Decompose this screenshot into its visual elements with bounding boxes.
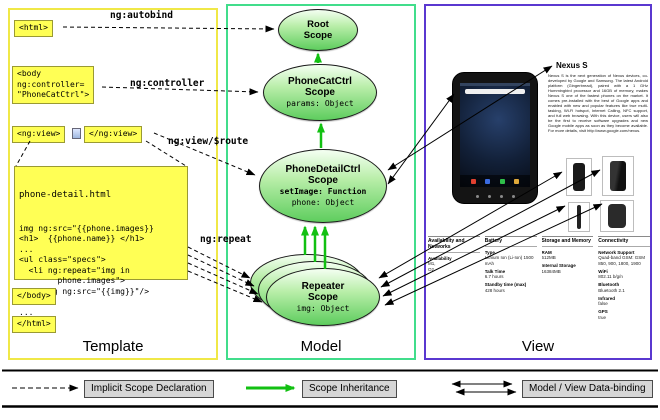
phonecatctrl-scope-title: PhoneCatCtrl Scope bbox=[288, 76, 352, 98]
spec-value: 6.7 hours bbox=[484, 274, 504, 279]
phone-thumbnail-angle bbox=[602, 156, 634, 196]
app-icon bbox=[485, 178, 491, 184]
view-column-label: View bbox=[521, 338, 555, 355]
phone-thumbnail-front bbox=[566, 158, 592, 196]
template-column-label: Template bbox=[82, 338, 144, 355]
legend-scope-inheritance: Scope Inheritance bbox=[302, 380, 397, 398]
phone-thumbnail-back bbox=[600, 200, 634, 232]
spec-value: Quad-band GSM: GSM 850, 900, 1800, 1900 bbox=[598, 255, 646, 266]
spec-value: 428 hours bbox=[484, 287, 505, 293]
spec-value: false bbox=[598, 301, 608, 306]
body-controller-box: <body ng:controller= "PhoneCatCtrl"> bbox=[12, 66, 95, 104]
ng-autobind-label: ng:autobind bbox=[110, 10, 173, 21]
spec-col-availability: Availability and Networks Availability M… bbox=[428, 236, 480, 354]
model-column-label: Model bbox=[300, 338, 342, 355]
repeater-scope-prop: img: Object bbox=[296, 303, 350, 313]
phone-thumbnail-side bbox=[568, 202, 590, 232]
spec-value: 512MB bbox=[541, 255, 556, 260]
spec-header: Battery bbox=[484, 237, 537, 247]
ngview-close-box: </ng:view> bbox=[84, 126, 143, 143]
ng-controller-label: ng:controller bbox=[130, 78, 205, 89]
spec-value: Lithium Ion (Li-Ion) 1500 mAh bbox=[484, 255, 534, 266]
body-close-tag-box: </body> bbox=[12, 288, 56, 305]
ngview-open-box: <ng:view> bbox=[12, 126, 66, 143]
image-placeholder-icon bbox=[72, 128, 81, 139]
phone-name-heading: Nexus S bbox=[556, 61, 588, 70]
legend-implicit-scope: Implicit Scope Declaration bbox=[84, 380, 214, 398]
spec-header: Availability and Networks bbox=[428, 237, 480, 253]
ng-repeat-label: ng:repeat bbox=[200, 234, 252, 245]
phone-photo bbox=[452, 72, 538, 204]
spec-header: Connectivity bbox=[598, 237, 650, 247]
ng-view-route-label: ng:view/$route bbox=[168, 136, 249, 147]
html-close-tag-box: </html> bbox=[12, 316, 56, 333]
phonedetailctrl-scope-setimage: setImage: Function bbox=[279, 187, 367, 196]
phone-detail-template-box: phone-detail.html img ng:src="{{phone.im… bbox=[14, 166, 188, 317]
spec-value: M1, O2 bbox=[428, 261, 436, 272]
spec-value: Bluetooth 2.1 bbox=[598, 287, 625, 293]
phonecatctrl-scope-prop: params: Object bbox=[286, 99, 354, 108]
phone-statusbar bbox=[460, 83, 530, 86]
phone-app-dock bbox=[460, 175, 530, 187]
phonedetailctrl-scope-phone: phone: Object bbox=[291, 198, 355, 207]
html-open-tag-box: <html> bbox=[14, 20, 53, 37]
spec-value: 802.11 b/g/n bbox=[598, 274, 623, 279]
phone-screen bbox=[460, 83, 530, 187]
root-scope-title: Root Scope bbox=[303, 19, 333, 41]
phonedetailctrl-scope-ellipse: PhoneDetailCtrl Scope setImage: Function… bbox=[259, 149, 387, 223]
spec-label: Bluetooth bbox=[598, 282, 620, 287]
phone-specs-table: Availability and Networks Availability M… bbox=[428, 236, 650, 354]
phone-description: Nexus S is the next generation of Nexus … bbox=[548, 73, 648, 133]
phonecatctrl-scope-ellipse: PhoneCatCtrl Scope params: Object bbox=[263, 64, 377, 121]
repeater-scope-title: Repeater Scope bbox=[301, 280, 345, 303]
app-icon bbox=[470, 178, 476, 184]
spec-label: Network Support bbox=[598, 249, 635, 255]
phone-menu-keys bbox=[453, 195, 537, 198]
app-icon bbox=[514, 178, 520, 184]
legend-data-binding: Model / View Data-binding bbox=[522, 380, 653, 398]
spec-col-storage: Storage and Memory RAM 512MB Internal St… bbox=[541, 236, 594, 354]
app-icon bbox=[499, 178, 505, 184]
spec-label: WiFi bbox=[598, 268, 608, 274]
phonedetailctrl-scope-title: PhoneDetailCtrl Scope bbox=[285, 164, 361, 186]
repeater-scope-ellipse: Repeater Scope img: Object bbox=[266, 268, 380, 326]
phone-detail-filename: phone-detail.html bbox=[19, 190, 112, 200]
spec-value: true bbox=[598, 314, 607, 320]
spec-label: GPS bbox=[598, 309, 608, 314]
phone-search-widget bbox=[465, 89, 525, 94]
root-scope-ellipse: Root Scope bbox=[278, 9, 358, 51]
spec-col-battery: Battery Type Lithium Ion (Li-Ion) 1500 m… bbox=[484, 236, 537, 354]
spec-label: Infrared bbox=[598, 295, 616, 301]
spec-col-connectivity: Connectivity Network Support Quad-band G… bbox=[598, 236, 650, 354]
spec-header: Storage and Memory bbox=[541, 237, 594, 247]
spec-value: 16384MB bbox=[541, 268, 561, 274]
